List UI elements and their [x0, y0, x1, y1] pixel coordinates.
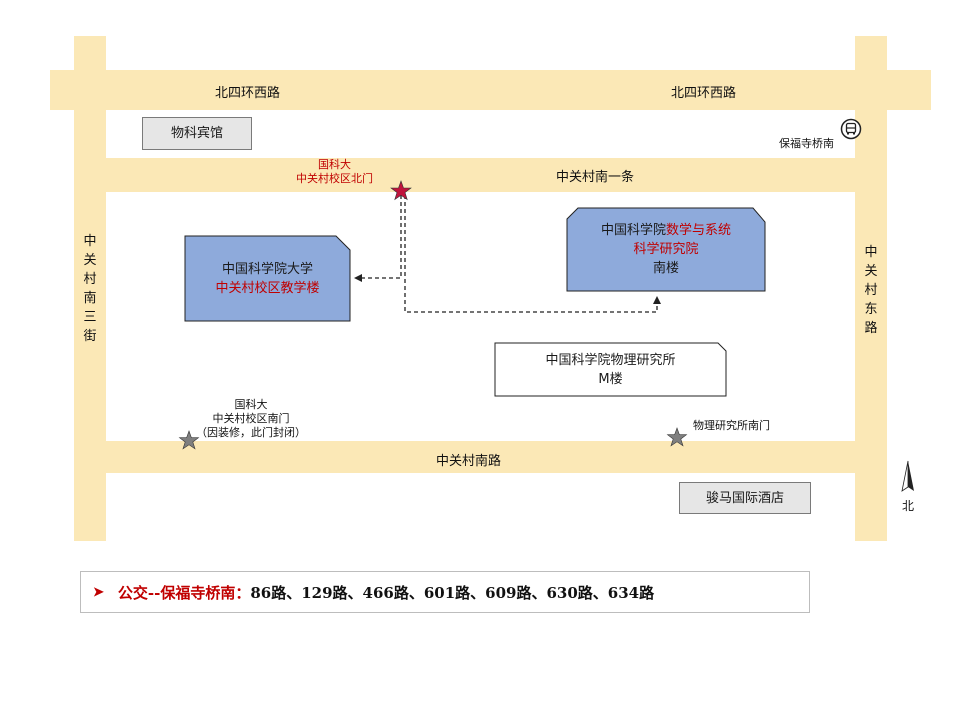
hotel-junma-label: 骏马国际酒店: [705, 490, 784, 506]
hotel-junma: 骏马国际酒店: [679, 482, 811, 514]
road-zhongguancun-nanyitiao: [74, 158, 887, 192]
math-institute: 中国科学院数学与系统 科学研究院 南楼: [567, 208, 765, 291]
south-gate-line3: （因装修，此门封闭）: [196, 426, 306, 439]
hotel-wuke-label: 物科宾馆: [170, 126, 223, 141]
gray-star-icon: [178, 430, 200, 450]
transit-label: 公交--保福寺桥南：: [117, 583, 251, 602]
teaching-building-line2: 中关村校区教学楼: [215, 280, 320, 296]
physics-institute-line1: 中国科学院物理研究所: [545, 352, 676, 368]
physics-institute-line2: M楼: [598, 371, 623, 387]
math-institute-line3: 南楼: [652, 261, 679, 276]
road-label-nansanjie: 中关村南三街: [83, 234, 97, 344]
south-gate-label: 国科大 中关村校区南门 （因装修，此门封闭）: [196, 398, 306, 440]
road-label-nanyitiao: 中关村南一条: [556, 170, 635, 185]
teaching-building-shape: [184, 235, 351, 322]
math-institute-line1-black: 中国科学院: [600, 223, 666, 238]
hotel-wuke: 物科宾馆: [142, 117, 252, 150]
north-gate-line2: 中关村校区北门: [296, 172, 373, 185]
south-gate-line2: 中关村校区南门: [212, 412, 290, 425]
bus-icon: [840, 118, 862, 140]
road-label-nanlu: 中关村南路: [436, 454, 502, 469]
road-label-beisihuan-west: 北四环西路: [215, 86, 281, 101]
north-gate-line1: 国科大: [318, 158, 351, 171]
teaching-building-line1: 中国科学院大学: [221, 261, 313, 277]
gray-star-icon: [666, 427, 688, 447]
physics-south-gate-label: 物理研究所南门: [693, 419, 770, 432]
road-label-beisihuan-east: 北四环西路: [671, 86, 737, 101]
north-arrow-icon: [901, 460, 914, 492]
road-label-donglu: 中关村东路: [864, 245, 878, 336]
road-beisihuan-xilu: [50, 70, 931, 110]
south-gate-line1: 国科大: [234, 398, 268, 411]
arrow-bullet-icon: ➤: [93, 584, 104, 600]
compass-label: 北: [902, 499, 915, 513]
math-institute-line1-red: 数学与系统: [666, 223, 732, 238]
math-institute-line2: 科学研究院: [633, 242, 699, 257]
physics-institute-shape: [494, 342, 727, 397]
physics-institute: 中国科学院物理研究所 M楼: [495, 343, 726, 396]
math-institute-shape: [566, 207, 766, 292]
route-to-teaching-building: [354, 195, 402, 282]
road-zhongguancun-nanlu: [74, 441, 887, 473]
transit-info-box: ➤ 公交--保福寺桥南： 86路、129路、466路、601路、609路、630…: [80, 571, 810, 613]
north-gate-label: 国科大 中关村校区北门: [296, 158, 373, 186]
bus-stop-label: 保福寺桥南: [779, 137, 834, 150]
transit-routes: 86路、129路、466路、601路、609路、630路、634路: [250, 583, 655, 602]
math-institute-line1: 中国科学院数学与系统: [601, 221, 731, 240]
teaching-building: 中国科学院大学 中关村校区教学楼: [185, 236, 350, 321]
route-to-math-institute: [404, 195, 661, 313]
red-star-icon: [390, 180, 412, 201]
